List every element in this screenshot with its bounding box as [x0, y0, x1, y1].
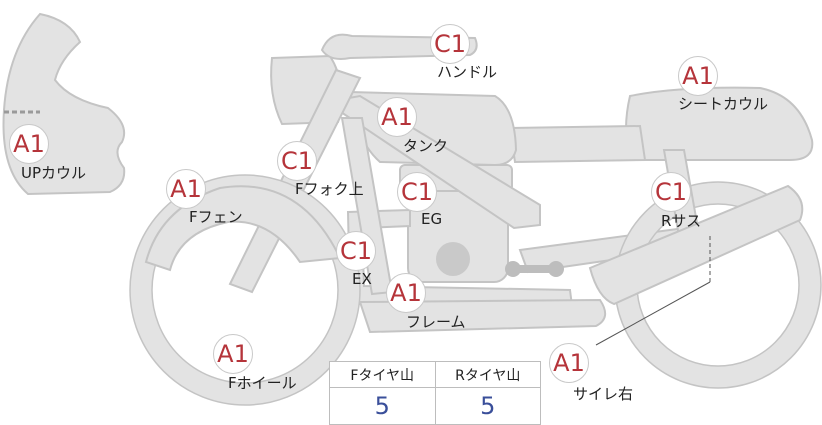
tire-tread-value-row: 5 5 [329, 387, 541, 425]
part-label-ex: EX [352, 270, 372, 288]
grade-badge-frame: A1 [386, 273, 426, 313]
grade-badge-ex: C1 [336, 231, 376, 271]
part-label-tank: タンク [403, 137, 449, 155]
part-label-f-fork: Fフォク上 [295, 180, 364, 198]
engine-cover-shape [436, 242, 470, 276]
grade-badge-silencer-r: A1 [549, 343, 589, 383]
grade-badge-f-wheel: A1 [213, 334, 253, 374]
grade-badge-seat-cowl: A1 [678, 56, 718, 96]
part-label-silencer-r: サイレ右 [573, 385, 634, 403]
grade-badge-up-cowl: A1 [9, 124, 49, 164]
grade-badge-eg: C1 [397, 172, 437, 212]
part-label-r-sus: Rサス [661, 212, 702, 230]
grade-badge-tank: A1 [377, 97, 417, 137]
frame-tube-shape [323, 94, 541, 230]
rear-body-shape [508, 124, 647, 164]
grade-badge-r-sus: C1 [651, 172, 691, 212]
part-label-eg: EG [421, 210, 443, 228]
silencer-shape [588, 184, 804, 306]
grade-badge-handle: C1 [430, 24, 470, 64]
lower-frame-shape [358, 298, 607, 334]
part-label-f-wheel: Fホイール [228, 374, 297, 392]
part-label-handle: ハンドル [437, 63, 498, 81]
part-label-f-fender: Fフェン [189, 208, 243, 226]
front-tread-value: 5 [329, 387, 436, 425]
part-label-up-cowl: UPカウル [21, 164, 87, 182]
rear-tread-value: 5 [434, 387, 541, 425]
tire-tread-table: Fタイヤ山 Rタイヤ山 5 5 [329, 361, 541, 425]
grade-badge-f-fender: A1 [166, 169, 206, 209]
tire-tread-header-row: Fタイヤ山 Rタイヤ山 [329, 361, 541, 388]
part-label-frame: フレーム [406, 313, 466, 331]
front-tread-label: Fタイヤ山 [329, 361, 436, 388]
grade-badge-f-fork: C1 [277, 141, 317, 181]
rear-tread-label: Rタイヤ山 [434, 361, 541, 388]
part-label-seat-cowl: シートカウル [678, 95, 769, 113]
